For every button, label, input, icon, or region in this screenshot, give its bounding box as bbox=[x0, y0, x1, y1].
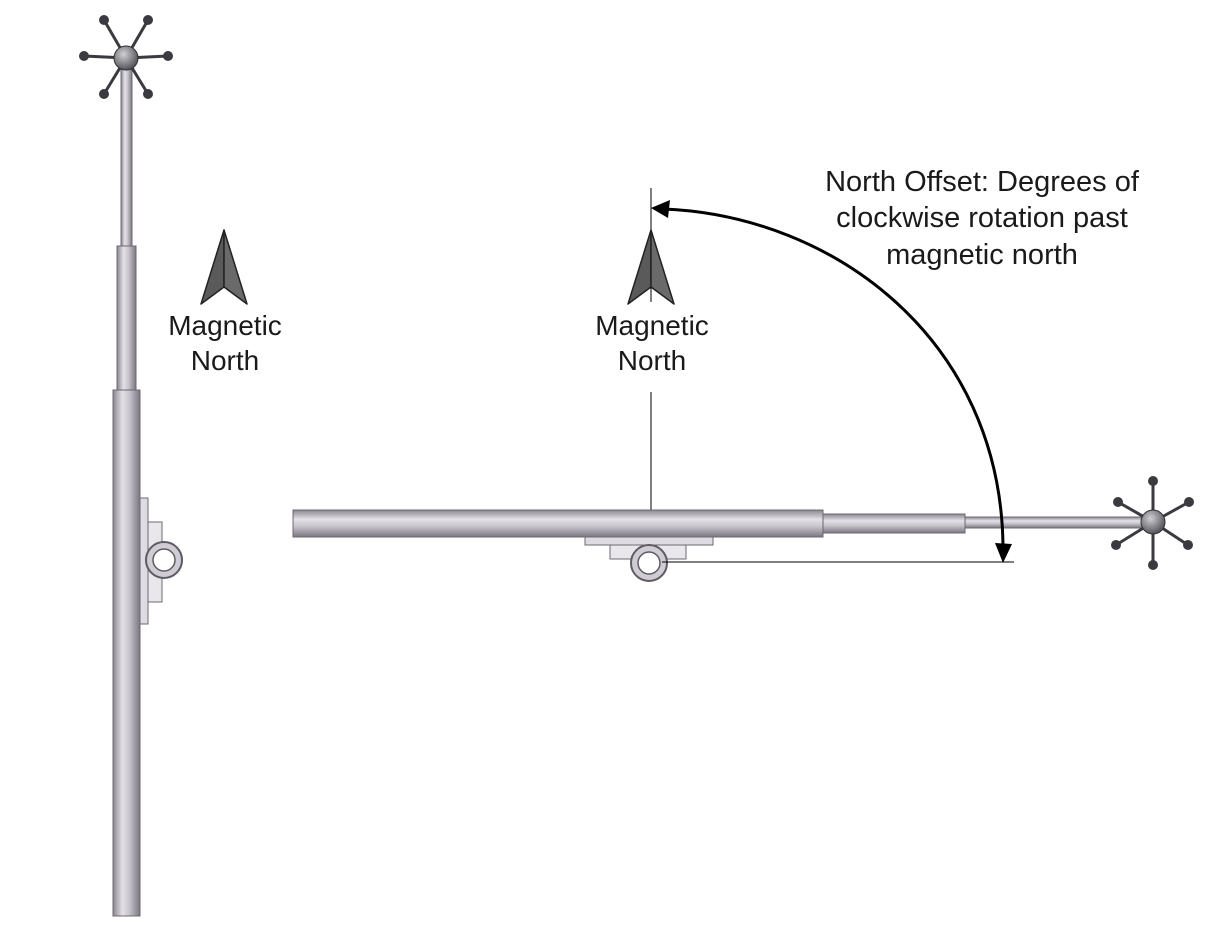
arc-arrowhead-bottom bbox=[995, 543, 1012, 563]
rotation-arc-arrow bbox=[651, 200, 1012, 563]
label-line: Magnetic bbox=[168, 310, 282, 341]
label-line: magnetic north bbox=[886, 238, 1078, 271]
horizontal-mount-bracket bbox=[584, 536, 714, 582]
star-sensor-head-right bbox=[1111, 476, 1194, 570]
north-arrow-icon-left bbox=[200, 229, 248, 305]
label-line: Magnetic bbox=[595, 310, 709, 341]
vertical-mount-bracket bbox=[139, 497, 183, 625]
label-line: North bbox=[617, 345, 687, 376]
vertical-sensor-pole bbox=[112, 61, 141, 917]
label-line: North bbox=[190, 345, 260, 376]
magnetic-north-label-left: Magnetic North bbox=[125, 308, 325, 378]
arc-arrowhead-top bbox=[651, 200, 670, 218]
north-offset-label: North Offset: Degrees of clockwise rotat… bbox=[772, 164, 1192, 273]
label-line: North Offset: Degrees of bbox=[825, 166, 1139, 198]
magnetic-north-label-right: Magnetic North bbox=[552, 308, 752, 378]
star-sensor-head-top bbox=[79, 15, 173, 99]
north-arrow-icon-right bbox=[627, 229, 675, 305]
horizontal-sensor-pole bbox=[292, 509, 1152, 538]
label-line: clockwise rotation past bbox=[836, 202, 1128, 235]
